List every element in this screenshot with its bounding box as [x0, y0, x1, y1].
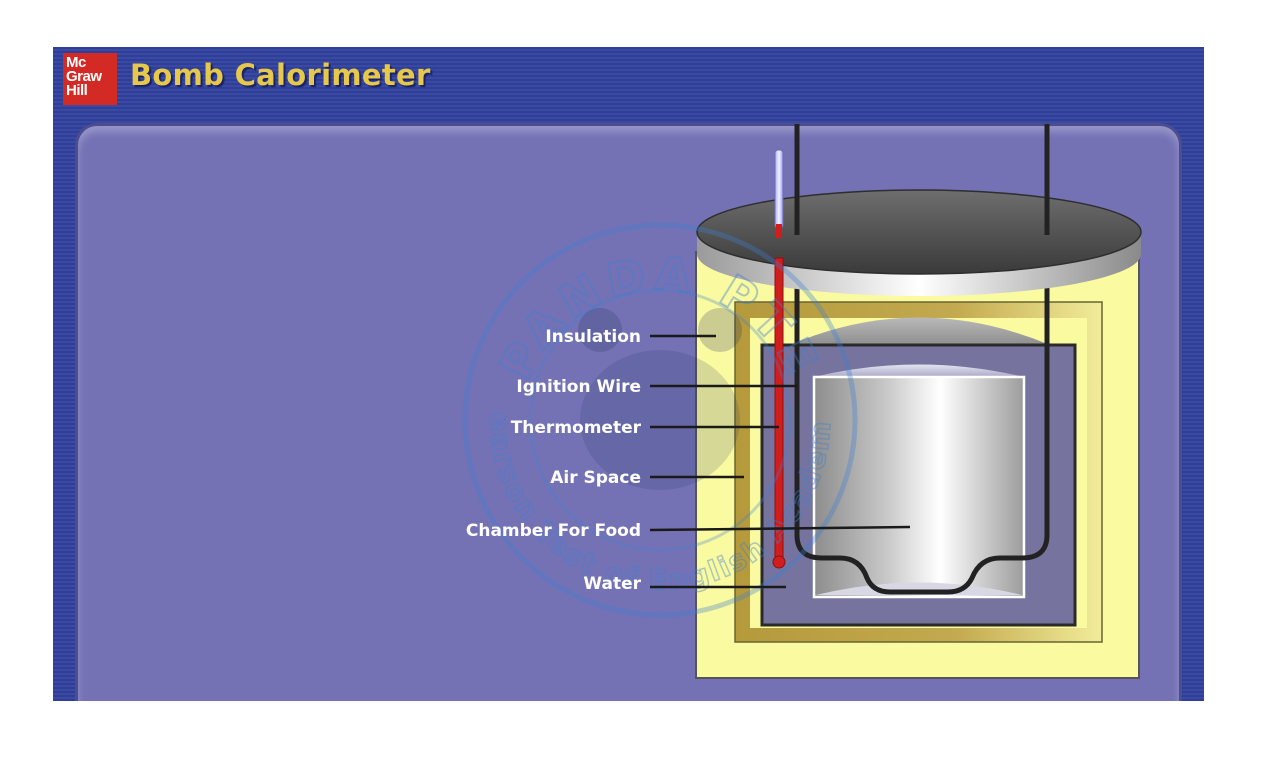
logo-line-1: Mc: [66, 54, 86, 71]
chamber-bottom-dome: [816, 582, 1022, 595]
stamp-inner-ring: [528, 288, 792, 552]
panda-ear-right: [698, 308, 742, 352]
logo-line-2: Graw: [66, 68, 102, 85]
logo-line-3: Hill: [66, 82, 88, 99]
air-space-dome: [790, 317, 1050, 345]
thermometer-tube: [774, 149, 784, 229]
leader-chamber-for-food: [649, 525, 911, 532]
label-thermometer: Thermometer: [511, 418, 642, 438]
stamp-outer-ring: [462, 222, 858, 618]
label-water: Water: [583, 574, 641, 594]
chamber-top-dome: [814, 364, 1024, 377]
label-chamber-for-food: Chamber For Food: [466, 521, 641, 541]
label-ignition-wire: Ignition Wire: [516, 377, 641, 397]
thermometer-bulb: [772, 555, 786, 569]
mcgraw-hill-logo: Mc Graw Hill: [63, 53, 117, 105]
label-insulation: Insulation: [545, 327, 641, 347]
panda-ear-left: [578, 308, 622, 352]
lid-top: [696, 189, 1142, 275]
ignition-wire: [794, 124, 1050, 595]
page-title: Bomb Calorimeter: [130, 58, 431, 92]
thermometer-column-top: [776, 224, 782, 238]
label-air-space: Air Space: [550, 468, 641, 488]
